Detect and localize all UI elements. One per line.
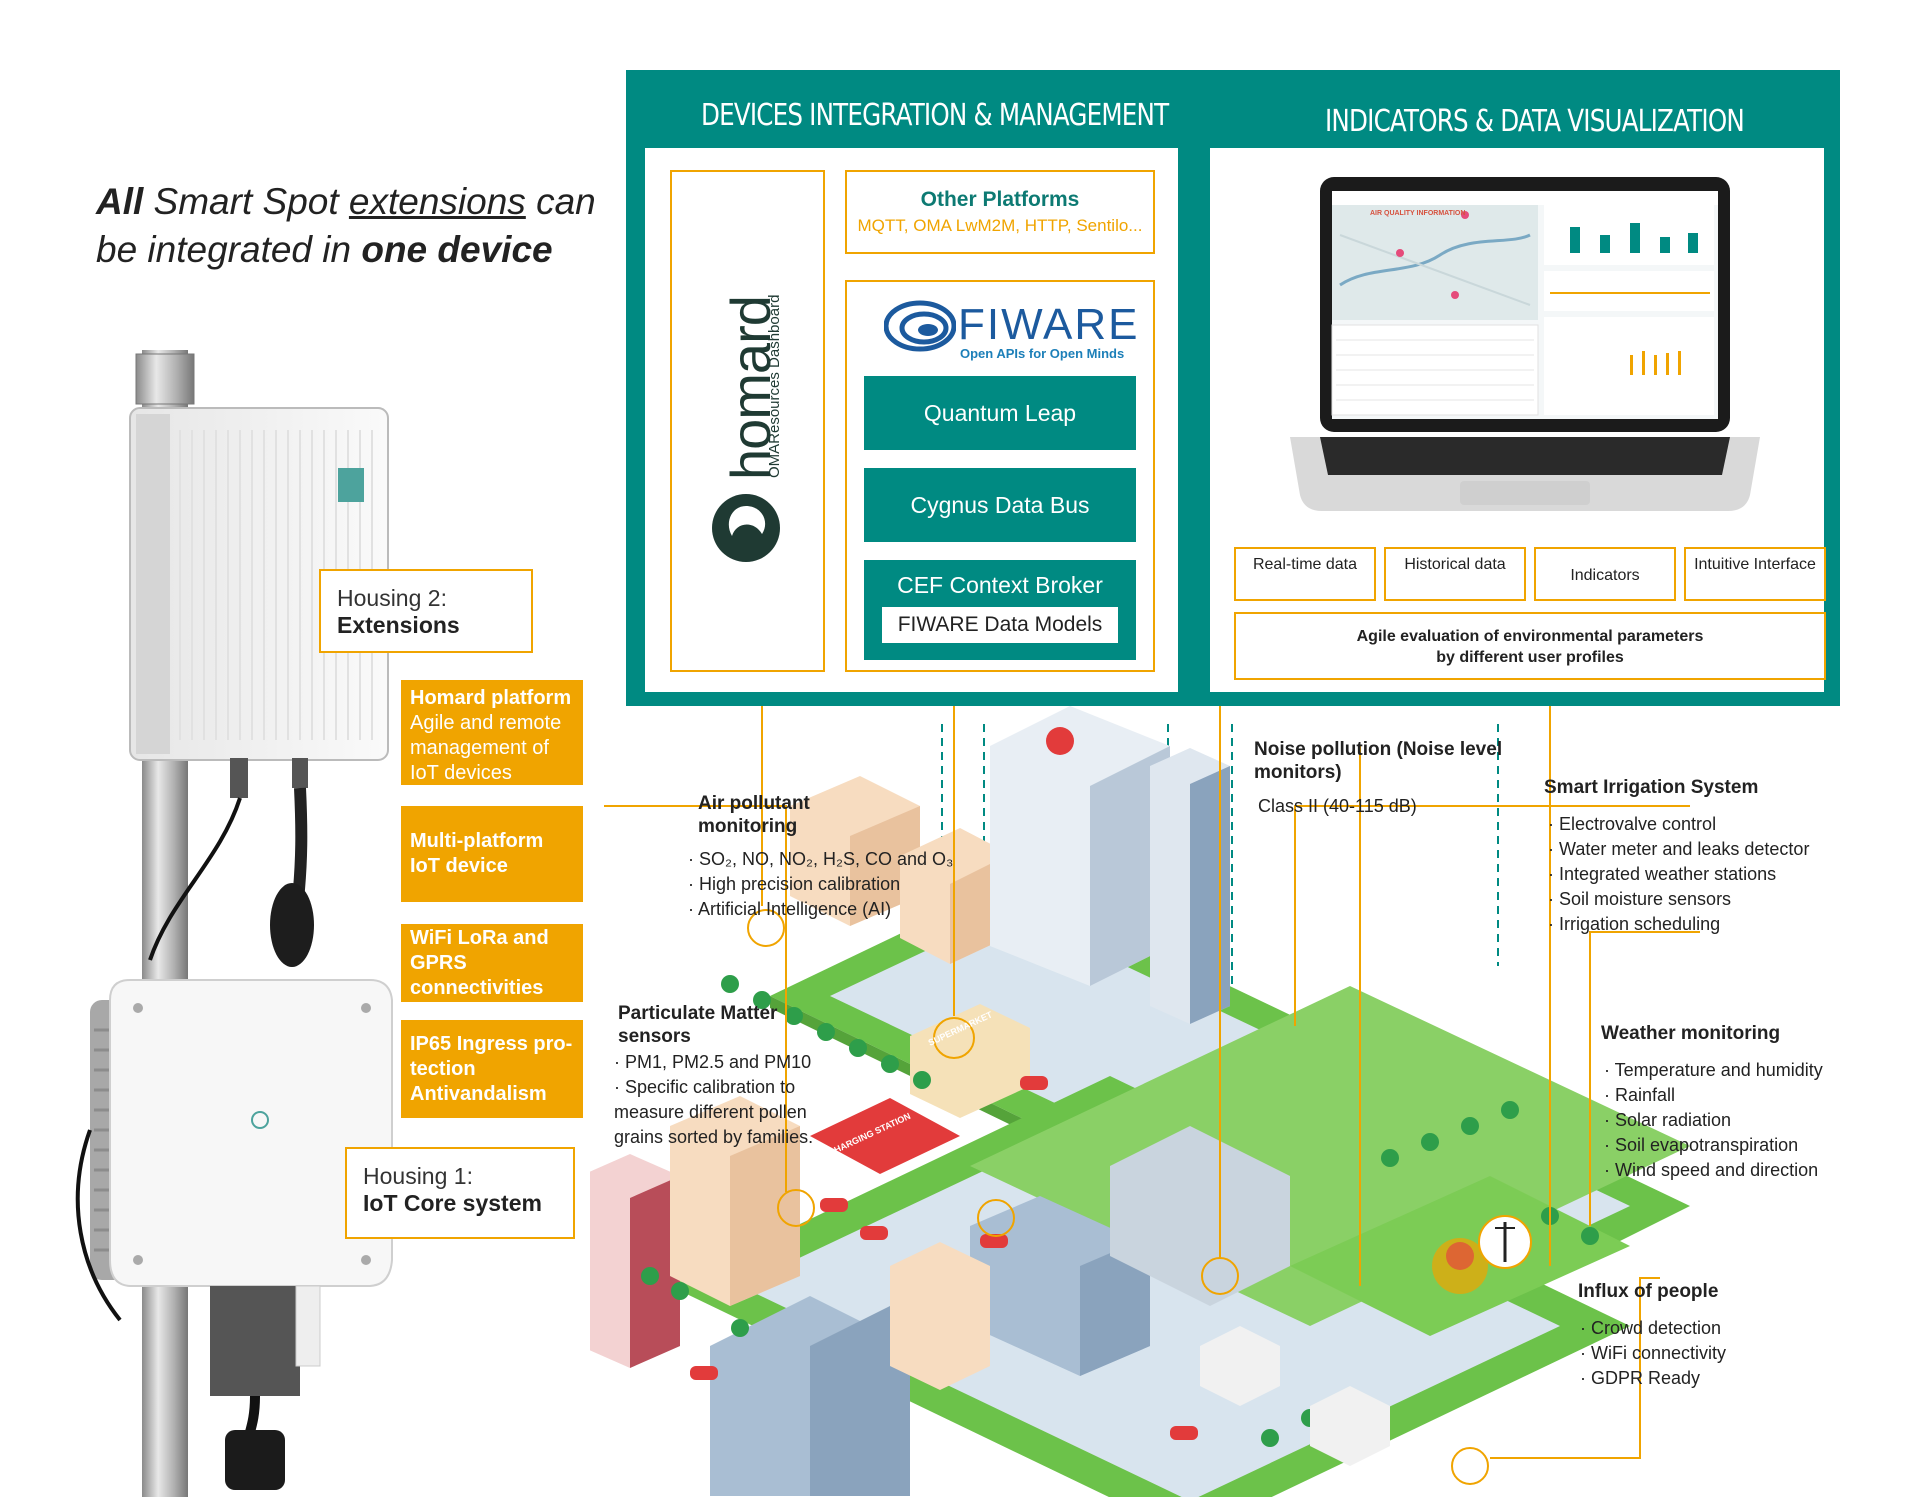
devices-integration-title: DEVICES INTEGRATION & MANAGEMENT: [701, 98, 1169, 133]
other-platforms-list: MQTT, OMA LwM2M, HTTP, Sentilo...: [857, 216, 1143, 235]
laptop-screen-title: AIR QUALITY INFORMATION: [1370, 210, 1466, 217]
feature-multi-platform: Multi-platform IoT device: [401, 806, 583, 902]
callout-influx-of-people: Influx of people: [1578, 1281, 1719, 1302]
headline: All Smart Spot extensions can be integra…: [96, 181, 596, 270]
tile-indicators: Indicators: [1534, 547, 1676, 601]
other-platforms-title: Other Platforms: [920, 188, 1080, 211]
quantum-leap-block: Quantum Leap: [864, 376, 1136, 450]
housing-1-box: [90, 979, 393, 1396]
housing-2-label: Housing 2: Extensions: [319, 569, 533, 653]
sensor-device-icon: [251, 1111, 269, 1129]
fiware-wordmark: FIWARE: [958, 300, 1140, 349]
other-platforms-box: Other Platforms MQTT, OMA LwM2M, HTTP, S…: [845, 170, 1155, 254]
housing-1-label: Housing 1: IoT Core system: [345, 1147, 575, 1239]
homard-box: [670, 170, 825, 672]
fiware-logo-icon: [884, 300, 956, 352]
callout-smart-irrigation: Smart Irrigation System: [1544, 777, 1759, 798]
homard-logo-icon: [712, 494, 780, 562]
callout-particulate-matter-list: · PM1, PM2.5 and PM10 · Specific calibra…: [614, 1052, 814, 1147]
laptop-icon: [1290, 177, 1760, 511]
agile-evaluation-box: Agile evaluation of environmental parame…: [1234, 612, 1826, 680]
tile-real-time-data: Real-time data: [1234, 547, 1376, 601]
fiware-tagline: Open APIs for Open Minds: [960, 346, 1125, 361]
weather-station-icon: [1478, 1215, 1532, 1269]
feature-homard-platform: Homard platform Agile and remote managem…: [401, 680, 583, 785]
callout-weather-monitoring-list: · Temperature and humidity · Rainfall · …: [1604, 1060, 1823, 1180]
smart-city-illustration: SUPERMARKET CHARGING STATION: [590, 706, 1700, 1497]
callout-air-pollutant: Air pollutant monitoring: [698, 793, 810, 837]
cygnus-data-bus-block: Cygnus Data Bus: [864, 468, 1136, 542]
tile-historical-data: Historical data: [1384, 547, 1526, 601]
hospital-icon: [990, 706, 1170, 986]
indicators-visualization-title: INDICATORS & DATA VISUALIZATION: [1325, 104, 1745, 139]
callout-noise-pollution-list: Class II (40-115 dB): [1258, 796, 1417, 816]
feature-connectivities: WiFi LoRa and GPRS connectivities: [401, 924, 583, 1002]
callout-air-pollutant-list: · SO₂, NO, NO₂, H₂S, CO and O₃ · High pr…: [688, 849, 954, 919]
callout-weather-monitoring: Weather monitoring: [1601, 1023, 1781, 1044]
tile-intuitive-interface: Intuitive Interface: [1684, 547, 1826, 601]
feature-ip65: IP65 Ingress pro-tection Antivandalism: [401, 1020, 583, 1118]
callout-particulate-matter: Particulate Matter sensors: [618, 1003, 778, 1047]
callout-smart-irrigation-list: · Electrovalve control · Water meter and…: [1548, 814, 1810, 934]
headline-word-all: All: [96, 181, 144, 222]
callout-noise-pollution: Noise pollution (Noise level monitors): [1254, 739, 1503, 783]
homard-subtitle: OMAResources Dashboard: [766, 294, 783, 478]
smart-spot-device-illustration: [75, 350, 393, 1497]
fiware-data-models: FIWARE Data Models: [882, 607, 1118, 643]
cef-context-broker-block: CEF Context Broker FIWARE Data Models: [864, 560, 1136, 660]
microphone-icon: [270, 883, 314, 967]
callout-influx-of-people-list: · Crowd detection · WiFi connectivity · …: [1580, 1318, 1727, 1388]
